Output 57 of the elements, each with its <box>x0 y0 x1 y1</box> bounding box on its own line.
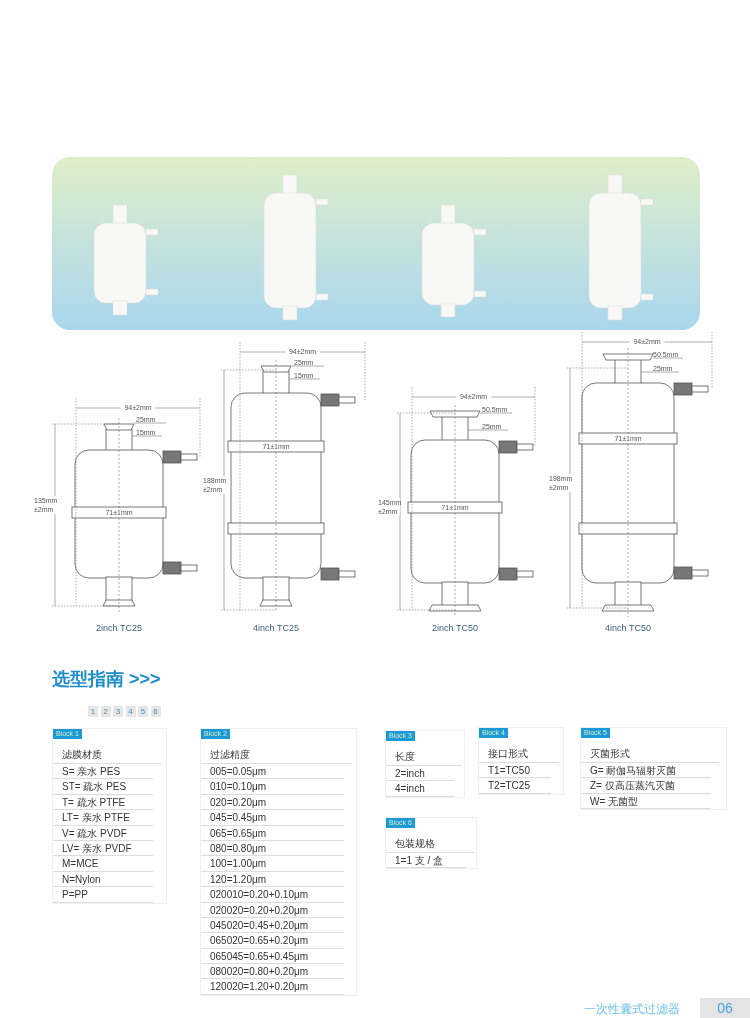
table-cell: T2=TC25 <box>479 778 551 794</box>
table-cell: S= 亲水 PES <box>53 764 153 780</box>
table-header: 滤膜材质 <box>53 745 161 764</box>
table-cell: 005=0.05μm <box>201 764 344 780</box>
code-position-number: 5 <box>138 706 148 717</box>
table-cell: P=PP <box>53 887 153 903</box>
table-cell: G= 耐伽马辐射灭菌 <box>581 763 711 779</box>
model-label: 4inch TC25 <box>253 624 299 633</box>
table-header: 接口形式 <box>479 744 559 763</box>
model-label: 4inch TC50 <box>605 624 651 633</box>
table-cell: N=Nylon <box>53 871 153 888</box>
table-cell: LV= 亲水 PVDF <box>53 840 153 857</box>
table-cell: T= 疏水 PTFE <box>53 794 153 811</box>
table-cell: W= 无菌型 <box>581 793 711 810</box>
spec-table <box>200 728 357 996</box>
spec-table <box>385 817 477 870</box>
table-cell: 1=1 支 / 盒 <box>386 853 466 869</box>
table-cell: 120=1.20μm <box>201 871 344 888</box>
code-position-number: 2 <box>100 706 111 717</box>
table-cell: 065020=0.65+0.20μm <box>201 933 344 949</box>
code-position-number: 4 <box>125 706 136 717</box>
table-cell: 045020=0.45+0.20μm <box>201 917 344 934</box>
table-cell: 2=inch <box>386 766 454 782</box>
model-label: 2inch TC25 <box>96 624 142 633</box>
code-position-number: 1 <box>88 706 98 717</box>
table-cell: V= 疏水 PVDF <box>53 825 153 841</box>
table-cell: LT= 亲水 PTFE <box>53 810 153 826</box>
footer-title: 一次性囊式过滤器 <box>584 1001 680 1018</box>
spec-table <box>580 727 727 811</box>
code-position-number: 6 <box>150 706 161 717</box>
spec-table <box>478 727 564 795</box>
table-cell: 120020=1.20+0.20μm <box>201 979 344 995</box>
table-cell: 080020=0.80+0.20μm <box>201 964 344 980</box>
table-cell: 100=1.00μm <box>201 856 344 872</box>
table-cell: M=MCE <box>53 856 153 872</box>
table-cell: Z= 仅高压蒸汽灭菌 <box>581 778 711 794</box>
section-heading: 选型指南 >>> <box>52 668 161 691</box>
table-cell: ST= 疏水 PES <box>53 779 153 795</box>
table-cell: 065=0.65μm <box>201 825 344 841</box>
table-cell: 020=0.20μm <box>201 794 344 811</box>
code-position-number: 3 <box>113 706 123 717</box>
table-cell: 080=0.80μm <box>201 840 344 857</box>
table-header: 长度 <box>386 747 462 766</box>
spec-table <box>52 728 167 904</box>
model-label: 2inch TC50 <box>432 624 478 633</box>
table-header: 包装规格 <box>386 834 474 853</box>
table-cell: 020020=0.20+0.20μm <box>201 902 344 918</box>
table-header: 灭菌形式 <box>581 744 719 763</box>
table-cell: 045=0.45μm <box>201 810 344 826</box>
table-header: 过滤精度 <box>201 745 352 764</box>
table-cell: 010=0.10μm <box>201 779 344 795</box>
table-cell: 020010=0.20+0.10μm <box>201 887 344 903</box>
table-cell: T1=TC50 <box>479 763 551 779</box>
table-cell: 065045=0.65+0.45μm <box>201 948 344 965</box>
spec-table <box>385 730 465 798</box>
table-cell: 4=inch <box>386 781 454 797</box>
page-number: 06 <box>700 998 750 1018</box>
